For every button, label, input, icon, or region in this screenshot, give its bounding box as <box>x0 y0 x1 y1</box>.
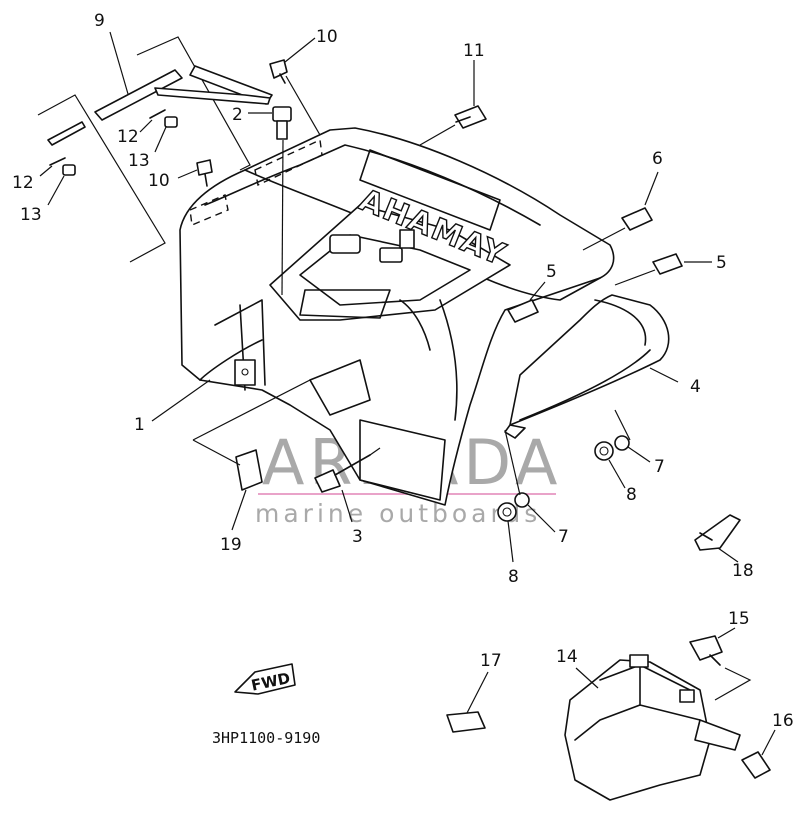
watermark-subtitle: marine outboards <box>255 499 541 528</box>
part-8-nut-icon-a <box>594 441 614 461</box>
part-16-cap-icon <box>741 751 771 779</box>
leader-8a <box>608 459 626 489</box>
part-19-plate <box>192 379 311 491</box>
part-17-decal-icon <box>446 711 486 733</box>
leader-16 <box>761 729 776 756</box>
leader-14 <box>575 667 599 689</box>
part-6-bolt-icon <box>582 207 653 251</box>
label-part-10b: 10 <box>148 171 170 191</box>
label-part-17: 17 <box>480 651 502 671</box>
drawing-code: 3HP1100-9190 <box>212 729 320 747</box>
leader-3 <box>341 489 353 523</box>
leader-13b <box>47 175 65 206</box>
part-8-nut-icon-b <box>497 502 517 522</box>
label-part-18: 18 <box>732 561 754 581</box>
label-part-5a: 5 <box>716 253 727 273</box>
leader-9 <box>109 31 129 95</box>
part-5-bolt-icon-a <box>614 253 683 286</box>
label-part-8b: 8 <box>508 567 519 587</box>
part-10-screw-icon-a <box>269 59 321 136</box>
label-part-11: 11 <box>463 41 485 61</box>
part-9-grip-assembly <box>37 36 273 263</box>
label-part-10a: 10 <box>316 27 338 47</box>
label-part-9: 9 <box>94 11 105 31</box>
label-part-4: 4 <box>690 377 701 397</box>
label-part-12b: 12 <box>12 173 34 193</box>
label-part-19: 19 <box>220 535 242 555</box>
leader-12a <box>139 119 153 133</box>
label-part-13b: 13 <box>20 205 42 225</box>
leader-19 <box>231 489 247 531</box>
leader-6 <box>644 171 659 206</box>
label-part-12a: 12 <box>117 127 139 147</box>
part-3-bolt-icon <box>314 447 381 493</box>
part-1-top-cowling <box>179 127 615 506</box>
part-7-washer-icon-b <box>504 429 530 508</box>
leader-15 <box>717 627 736 639</box>
fwd-decal: FWD <box>234 663 296 695</box>
label-part-7a: 7 <box>654 457 665 477</box>
label-part-3: 3 <box>352 527 363 547</box>
leader-7a <box>627 446 651 463</box>
leader-5b <box>529 281 546 301</box>
label-part-1: 1 <box>134 415 145 435</box>
part-10-screw-icon-b <box>196 159 213 187</box>
part-2-bolt-icon <box>272 106 292 296</box>
leader-13a <box>154 126 167 153</box>
leader-10a <box>284 37 316 63</box>
part-5-bolt-icon-b <box>507 299 539 323</box>
leader-4 <box>649 367 679 383</box>
leader-7b <box>527 504 556 533</box>
leader-12b <box>39 165 53 177</box>
label-part-7b: 7 <box>558 527 569 547</box>
label-part-15: 15 <box>728 609 750 629</box>
label-part-2: 2 <box>232 105 243 125</box>
part-18-clip-icon <box>694 514 741 551</box>
leader-1 <box>151 379 211 422</box>
part-14-bracket <box>564 654 741 801</box>
label-part-16: 16 <box>772 711 794 731</box>
label-part-6: 6 <box>652 149 663 169</box>
leader-18 <box>717 547 739 563</box>
label-part-8a: 8 <box>626 485 637 505</box>
part-4-front-cover <box>504 294 670 439</box>
part-7-washer-icon-a <box>614 409 631 451</box>
leader-17 <box>466 671 489 714</box>
label-part-14: 14 <box>556 647 578 667</box>
label-part-13a: 13 <box>128 151 150 171</box>
label-part-5b: 5 <box>546 262 557 282</box>
leader-8b <box>507 520 514 563</box>
part-15-knob-icon <box>689 635 752 701</box>
part-11-bolt-icon <box>419 105 487 146</box>
leader-10b <box>177 169 198 179</box>
